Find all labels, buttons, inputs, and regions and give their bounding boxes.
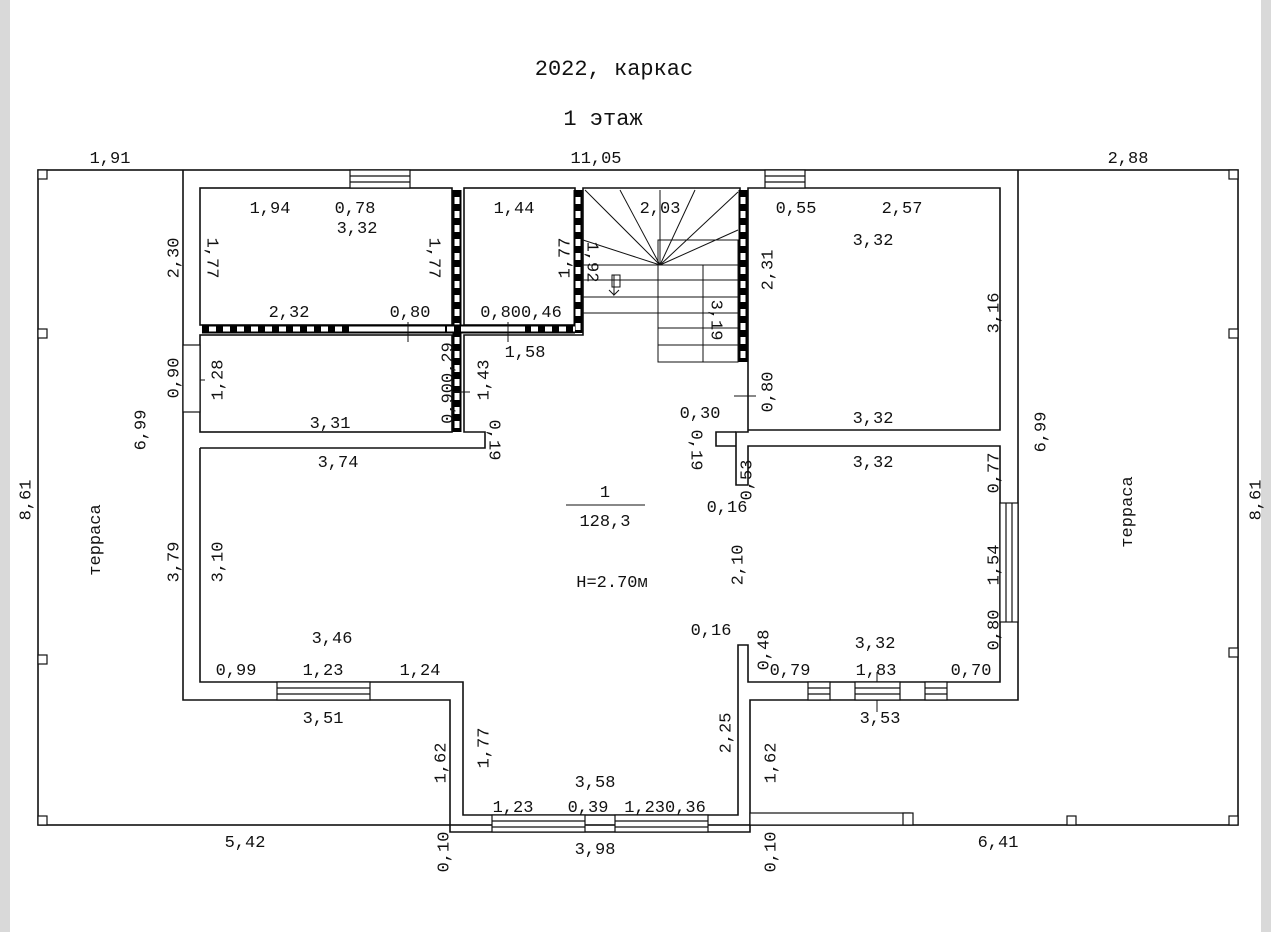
- dimension-label: 6,99: [132, 410, 151, 451]
- house-exterior-wall: [182, 170, 1019, 833]
- dimension-label: 3,32: [853, 232, 894, 251]
- dimension-label: 2,30: [165, 238, 184, 279]
- dimension-label: 0,39: [568, 799, 609, 818]
- staircase: [582, 189, 739, 363]
- hall-wall: [200, 187, 741, 449]
- dimension-label: 0,16: [691, 622, 732, 641]
- dimension-label: 0,900,29: [439, 342, 458, 424]
- terrace-label-right: терраса: [1119, 476, 1138, 547]
- dimension-label: 3,51: [303, 710, 344, 729]
- dimension-label: 0,48: [755, 630, 774, 671]
- dimension-label: 1,62: [432, 743, 451, 784]
- dimension-label: 0,80: [390, 304, 431, 323]
- dimension-label: 1,77: [202, 238, 221, 279]
- dimension-label: 1,230,36: [624, 799, 706, 818]
- dimension-label: 3,79: [165, 542, 184, 583]
- dimension-label: 0,90: [165, 358, 184, 399]
- terrace-posts: [37, 169, 1239, 826]
- dimension-label: 2,32: [269, 304, 310, 323]
- dimension-label: 0,800,46: [480, 304, 562, 323]
- dimension-label: 0,10: [435, 832, 454, 873]
- dimension-label: 1,43: [475, 360, 494, 401]
- dimension-label: 0,99: [216, 662, 257, 681]
- dimension-label: 3,53: [860, 710, 901, 729]
- dimension-label: 3,32: [337, 220, 378, 239]
- dimension-label: 3,98: [575, 841, 616, 860]
- dimension-label: 0,79: [770, 662, 811, 681]
- dimension-label: 0,19: [484, 420, 503, 461]
- dimension-label: 1,77: [556, 238, 575, 279]
- dimension-label: 0,55: [776, 200, 817, 219]
- dimension-label: 0,80: [759, 372, 778, 413]
- dimension-label: 1,23: [303, 662, 344, 681]
- dimension-label: 3,32: [853, 454, 894, 473]
- dimension-label: 3,46: [312, 630, 353, 649]
- dimension-label: 1,77: [424, 238, 443, 279]
- dimension-label: 1,58: [505, 344, 546, 363]
- dimension-label: 2,03: [640, 200, 681, 219]
- dimension-label: 0,80: [985, 610, 1004, 651]
- dimension-label: 0,19: [686, 430, 705, 471]
- dimension-label: 1,83: [856, 662, 897, 681]
- dimension-label: 3,16: [985, 293, 1004, 334]
- dimension-label: 2,31: [759, 250, 778, 291]
- dimension-label: 1,24: [400, 662, 441, 681]
- dimension-label: 8,61: [17, 480, 36, 521]
- dimension-label: 0,77: [985, 453, 1004, 494]
- dimension-label: 0,53: [738, 460, 757, 501]
- dimension-label: 1,28: [209, 360, 228, 401]
- house-interior-wall: [199, 187, 1001, 816]
- dimension-label: 6,99: [1032, 412, 1051, 453]
- dimension-label: 0,30: [680, 405, 721, 424]
- dimension-label: 11,05: [570, 150, 621, 169]
- terrace-label-left: терраса: [87, 504, 106, 575]
- dimension-label: 0,70: [951, 662, 992, 681]
- dimension-label: 6,41: [978, 834, 1019, 853]
- dimension-label: 2,25: [717, 713, 736, 754]
- dimension-label: 1,62: [762, 743, 781, 784]
- dimension-label: 3,10: [209, 542, 228, 583]
- dimension-label: 3,32: [853, 410, 894, 429]
- dimension-label: 1,77: [475, 728, 494, 769]
- room-number: 1: [600, 484, 610, 503]
- dimension-label: 0,10: [762, 832, 781, 873]
- dimension-label: 2,10: [729, 545, 748, 586]
- dimension-label: 1,23: [493, 799, 534, 818]
- dimension-label: 1,44: [494, 200, 535, 219]
- dimension-label: 3,74: [318, 454, 359, 473]
- dimension-label: 3,31: [310, 415, 351, 434]
- room-area: 128,3: [579, 513, 630, 532]
- dimension-label: 3,32: [855, 635, 896, 654]
- dimension-label: 0,16: [707, 499, 748, 518]
- dimension-label: 1,94: [250, 200, 291, 219]
- hall-wall: [715, 431, 736, 447]
- dimension-label: 5,42: [225, 834, 266, 853]
- dimension-label: 1,54: [985, 545, 1004, 586]
- dimension-label: 2,57: [882, 200, 923, 219]
- windows: [182, 169, 1019, 833]
- dimension-label: 8,61: [1247, 480, 1266, 521]
- plan-title: 2022, каркас: [535, 57, 693, 82]
- dimension-label: 1,91: [90, 150, 131, 169]
- dimension-label: 2,88: [1108, 150, 1149, 169]
- ceiling-height: H=2.70м: [576, 574, 647, 593]
- dimension-label: 3,58: [575, 774, 616, 793]
- dimension-label: 0,78: [335, 200, 376, 219]
- dimension-label: 3,19: [706, 300, 725, 341]
- floor-label: 1 этаж: [563, 107, 643, 132]
- dimension-label: 1,92: [582, 242, 601, 283]
